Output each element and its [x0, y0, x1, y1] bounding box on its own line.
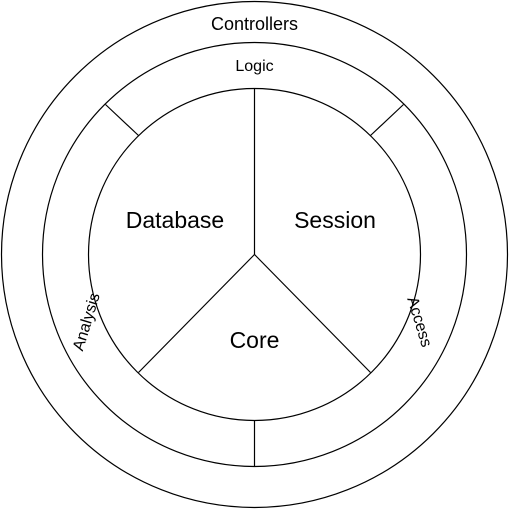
core-segment-label-bottom: Core	[230, 327, 280, 353]
middle-ring-label-top: Logic	[235, 58, 273, 75]
core-divider-bottom-right	[254, 254, 371, 373]
core-segment-label-right: Session	[294, 207, 376, 233]
outer-ring-label: Controllers	[211, 14, 298, 34]
core-divider-bottom-left	[138, 254, 255, 373]
core-segment-label-left: Database	[126, 207, 224, 233]
middle-divider-top-left	[105, 104, 139, 136]
middle-divider-top-right	[370, 104, 404, 136]
middle-ring-label-right: Access	[403, 295, 434, 349]
middle-ring-label-left: Analysis	[70, 291, 104, 353]
